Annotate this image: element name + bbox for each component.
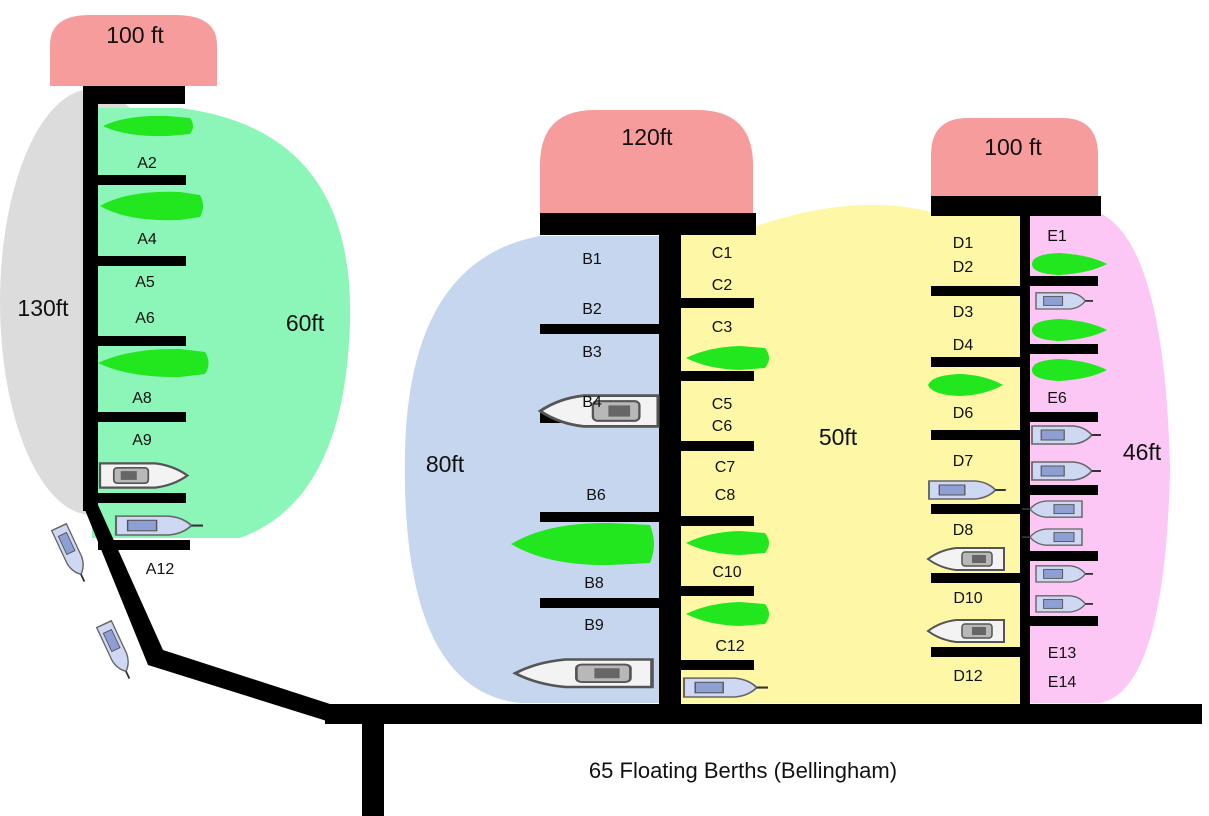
berth-label: A6 [135, 310, 155, 327]
berth-label: D7 [953, 453, 974, 470]
dimension-b: 80ft [426, 451, 465, 477]
zone-b [404, 236, 667, 703]
pier-head-bc-label: 120ft [621, 124, 673, 150]
berth-label: A4 [137, 231, 157, 248]
berth-label: A8 [132, 390, 152, 407]
pier-head-a-label: 100 ft [106, 22, 164, 48]
berth-labels-b: B1 B2 B3 B4 B6 B8 B9 [582, 251, 606, 634]
dimension-e: 46ft [1123, 439, 1162, 465]
berth-labels-c: C1 C2 C3 C5 C6 C7 C8 C10 C12 [712, 245, 745, 655]
berth-label: A2 [137, 155, 157, 172]
green-boat-icon [1032, 359, 1107, 381]
berth-label: B8 [584, 575, 604, 592]
berth-label: E13 [1048, 645, 1077, 662]
berth-labels-e: E1 E6 E13 E14 [1047, 228, 1076, 691]
dimension-a-right: 60ft [286, 310, 325, 336]
berth-label: C8 [715, 487, 736, 504]
motor-yacht-icon [50, 522, 93, 586]
berth-label: D3 [953, 304, 974, 321]
berth-label: A9 [132, 432, 152, 449]
dimension-cd: 50ft [819, 424, 858, 450]
green-boat-icon [686, 346, 769, 370]
pier-head-de [931, 118, 1098, 197]
berth-label: D6 [953, 405, 974, 422]
green-boat-icon [1032, 253, 1107, 275]
berth-label: E14 [1048, 674, 1077, 691]
berth-labels-d: D1 D2 D3 D4 D6 D7 D8 D10 D12 [953, 235, 983, 685]
berth-label: D2 [953, 259, 974, 276]
berth-label: A12 [146, 561, 175, 578]
berth-label: D10 [953, 590, 982, 607]
berth-label: D4 [953, 337, 974, 354]
berth-label: C6 [712, 418, 733, 435]
dock-structure [83, 86, 1202, 816]
green-boat-icon [928, 374, 1003, 396]
berth-label: D1 [953, 235, 974, 252]
green-boat-icon [100, 191, 203, 221]
pier-head-de-label: 100 ft [984, 134, 1042, 160]
berth-label: D8 [953, 522, 974, 539]
green-boats [98, 115, 1107, 626]
green-boat-icon [98, 348, 209, 378]
berth-label: E1 [1047, 228, 1067, 245]
pier-head-bc [540, 110, 753, 215]
dimension-a-left: 130ft [17, 295, 69, 321]
berth-label: D12 [953, 668, 982, 685]
berth-label: B1 [582, 251, 602, 268]
berth-label: C7 [715, 459, 736, 476]
berth-label: B9 [584, 617, 604, 634]
green-boat-icon [686, 602, 769, 626]
berth-label: B3 [582, 344, 602, 361]
berth-label: A5 [135, 274, 155, 291]
motor-yacht-icon [95, 619, 138, 683]
pier-head-a [50, 15, 217, 86]
green-boat-icon [1032, 319, 1107, 341]
berth-labels-a: A2 A4 A5 A6 A8 A9 A12 [132, 155, 174, 578]
berth-label: B2 [582, 301, 602, 318]
berth-label: B4 [582, 394, 602, 411]
berth-label: C12 [715, 638, 744, 655]
diagram-caption: 65 Floating Berths (Bellingham) [589, 758, 897, 783]
berth-label: C10 [712, 564, 741, 581]
berth-label: C1 [712, 245, 733, 262]
green-boat-icon [511, 522, 654, 566]
berth-label: C2 [712, 277, 733, 294]
berth-label: C3 [712, 319, 733, 336]
berth-label: E6 [1047, 390, 1067, 407]
berth-label: B6 [586, 487, 606, 504]
berth-label: C5 [712, 396, 733, 413]
green-boat-icon [103, 115, 193, 137]
green-boat-icon [686, 531, 769, 555]
